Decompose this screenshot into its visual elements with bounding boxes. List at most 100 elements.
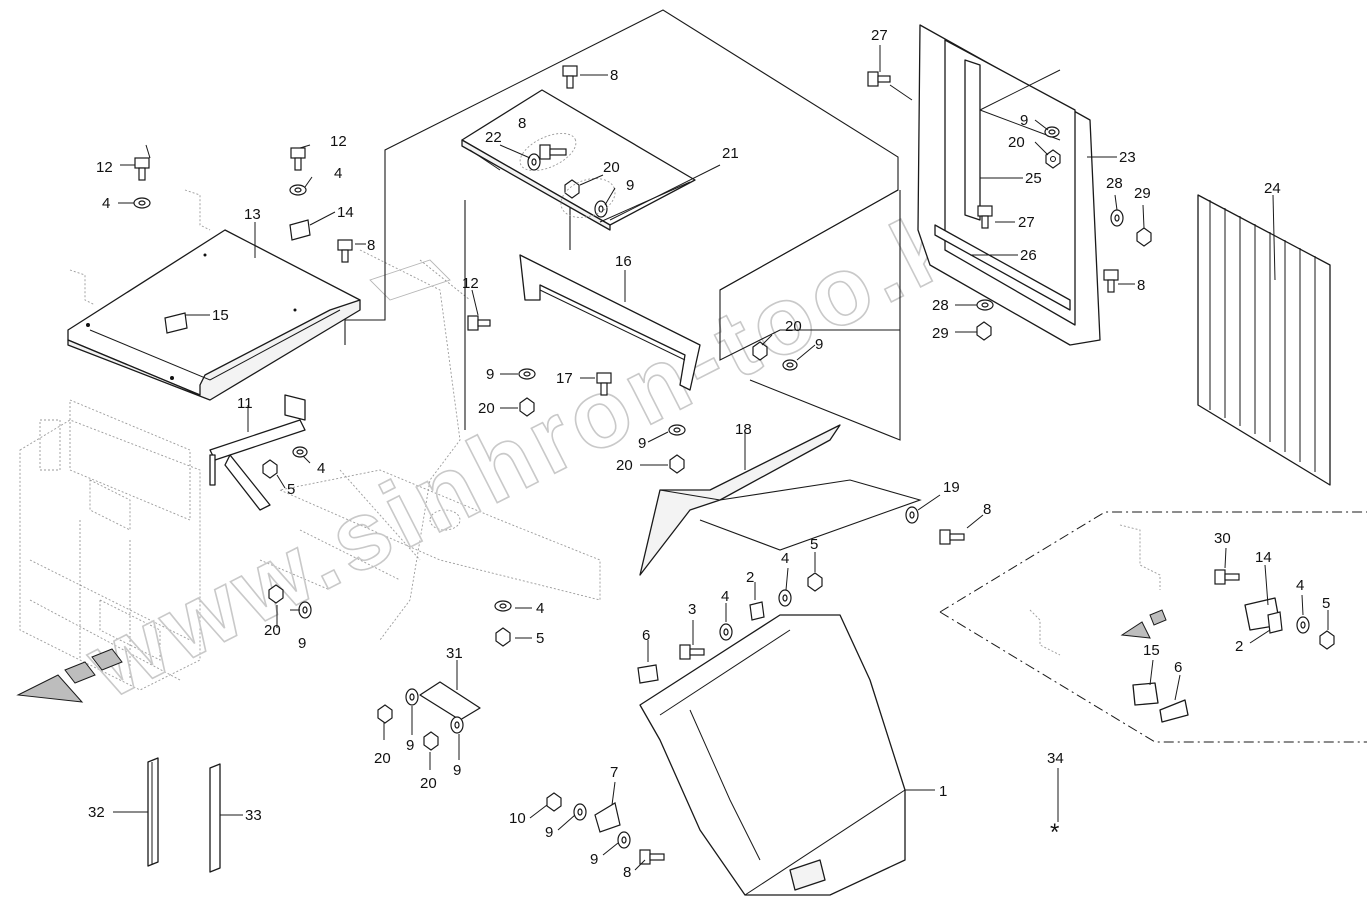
washer-icon xyxy=(292,446,308,458)
callout-4: 4 xyxy=(536,600,544,617)
callout-10: 10 xyxy=(509,810,526,827)
washer-icon xyxy=(1296,616,1310,634)
direction-arrow-icon xyxy=(16,648,123,703)
callout-21: 21 xyxy=(722,145,739,162)
callout-9: 9 xyxy=(1020,112,1028,129)
callout-6: 6 xyxy=(642,627,650,644)
washer-icon xyxy=(782,359,798,371)
callout-12: 12 xyxy=(462,275,479,292)
callout-20: 20 xyxy=(785,318,802,335)
corrugated-panel-24 xyxy=(1197,194,1331,486)
callout-9: 9 xyxy=(298,635,306,652)
washer-icon xyxy=(668,424,686,436)
callout-9: 9 xyxy=(590,851,598,868)
callout-20: 20 xyxy=(1008,134,1025,151)
callout-8: 8 xyxy=(367,237,375,254)
assembly-frame xyxy=(344,9,901,441)
bracket-icon xyxy=(749,601,765,621)
nut-icon xyxy=(377,704,393,724)
hardware xyxy=(133,65,1335,865)
washer-icon xyxy=(405,688,419,706)
callout-labels: 27 8 9 20 23 25 28 29 24 27 26 8 28 29 8… xyxy=(88,27,1330,881)
callout-31: 31 xyxy=(446,645,463,662)
nut-icon xyxy=(495,627,511,647)
main-cover-1 xyxy=(639,614,906,896)
callout-15: 15 xyxy=(1143,642,1160,659)
bolt-icon xyxy=(939,529,965,545)
callout-9: 9 xyxy=(453,762,461,779)
nut-icon xyxy=(669,454,685,474)
bracket-icon xyxy=(289,219,311,241)
callout-8: 8 xyxy=(1137,277,1145,294)
washer-icon xyxy=(976,299,994,311)
bracket-icon xyxy=(1267,611,1283,634)
nut-icon xyxy=(1136,227,1152,247)
bolt-icon xyxy=(467,315,491,331)
callout-23: 23 xyxy=(1119,149,1136,166)
bolt-icon xyxy=(596,372,612,396)
top-plate-21 xyxy=(461,89,696,231)
callout-9: 9 xyxy=(486,366,494,383)
bolt-icon xyxy=(679,644,705,660)
bracket-icon xyxy=(164,312,188,334)
nut-icon xyxy=(1319,630,1335,650)
callout-15: 15 xyxy=(212,307,229,324)
callout-33: 33 xyxy=(245,807,262,824)
callout-5: 5 xyxy=(536,630,544,647)
callout-20: 20 xyxy=(478,400,495,417)
callout-20: 20 xyxy=(264,622,281,639)
nut-icon xyxy=(752,341,768,361)
callout-14: 14 xyxy=(337,204,354,221)
callout-3: 3 xyxy=(688,601,696,618)
nut-icon xyxy=(423,731,439,751)
plate-31 xyxy=(419,681,481,721)
nut-icon xyxy=(976,321,992,341)
chassis-ghost xyxy=(19,249,601,691)
callout-1: 1 xyxy=(939,783,947,800)
callout-14: 14 xyxy=(1255,549,1272,566)
callout-5: 5 xyxy=(810,536,818,553)
bolt-icon xyxy=(337,239,353,263)
washer-icon xyxy=(450,716,464,734)
deflector-18 xyxy=(639,424,922,576)
nut-icon xyxy=(807,572,823,592)
washer-icon xyxy=(778,589,792,607)
callout-27: 27 xyxy=(871,27,888,44)
callout-26: 26 xyxy=(1020,247,1037,264)
callout-20: 20 xyxy=(420,775,437,792)
direction-arrow-icon xyxy=(1120,609,1167,639)
callout-2: 2 xyxy=(746,569,754,586)
callout-16: 16 xyxy=(615,253,632,270)
callout-4: 4 xyxy=(1296,577,1304,594)
callout-28: 28 xyxy=(1106,175,1123,192)
bolt-icon xyxy=(639,849,665,865)
washer-icon xyxy=(617,831,631,849)
bolt-icon xyxy=(1103,269,1119,293)
callout-4: 4 xyxy=(781,550,789,567)
callout-20: 20 xyxy=(616,457,633,474)
callout-27: 27 xyxy=(1018,214,1035,231)
callout-9: 9 xyxy=(626,177,634,194)
callout-29: 29 xyxy=(932,325,949,342)
nut-icon xyxy=(546,792,562,812)
callout-8: 8 xyxy=(623,864,631,881)
callout-28: 28 xyxy=(932,297,949,314)
strip-33 xyxy=(209,763,221,873)
washer-icon xyxy=(719,623,733,641)
callout-13: 13 xyxy=(244,206,261,223)
washer-icon xyxy=(1110,209,1124,227)
callout-17: 17 xyxy=(556,370,573,387)
callout-4: 4 xyxy=(317,460,325,477)
callout-11: 11 xyxy=(237,395,253,412)
bolt-icon xyxy=(539,144,567,160)
callout-4: 4 xyxy=(102,195,110,212)
callout-8: 8 xyxy=(610,67,618,84)
bolt-icon xyxy=(562,65,578,89)
callout-12: 12 xyxy=(330,133,347,150)
bracket-icon xyxy=(637,664,659,684)
nut-icon xyxy=(268,584,284,604)
callout-9: 9 xyxy=(406,737,414,754)
callout-22: 22 xyxy=(485,129,502,146)
callout-12: 12 xyxy=(96,159,113,176)
